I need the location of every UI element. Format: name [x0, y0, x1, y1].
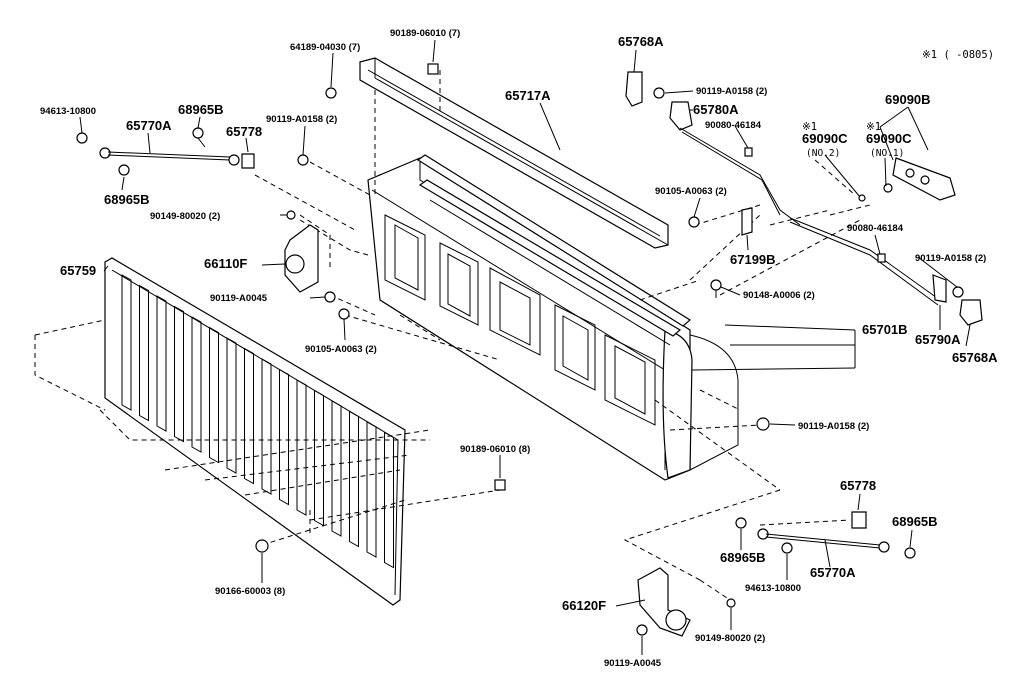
- assembly-leaders: [34, 70, 871, 601]
- label-90189-06010-7: 90189-06010 (7): [390, 28, 460, 39]
- label-65778-right: 65778: [840, 478, 876, 493]
- panel-slat: [174, 305, 184, 443]
- panel-slat: [156, 295, 167, 432]
- label-65770A-left: 65770A: [126, 118, 172, 133]
- panel-slat: [349, 410, 359, 548]
- label-67199B: 67199B: [730, 252, 776, 267]
- panel-slat: [331, 400, 342, 537]
- label-94613-10800-bot: 94613-10800: [745, 583, 801, 594]
- label-90166-60003-8: 90166-60003 (8): [215, 586, 285, 597]
- panel-slat: [279, 368, 289, 506]
- panel-slat: [209, 326, 219, 464]
- label-90105-A0063-bot: 90105-A0063 (2): [305, 344, 377, 355]
- panel-slat: [121, 274, 132, 411]
- label-90119-A0045-bot: 90119-A0045: [604, 658, 662, 669]
- label-68965B-left-top: 68965B: [178, 102, 224, 117]
- panel-slat: [226, 337, 237, 474]
- label-leaders: [79, 39, 971, 655]
- label-68965B-left-bot: 68965B: [104, 192, 150, 207]
- cutoff-note: ※1 ( -0805): [922, 49, 994, 61]
- label-66110F: 66110F: [204, 256, 247, 271]
- label-65790A: 65790A: [915, 332, 961, 347]
- label-65780A: 65780A: [693, 102, 739, 117]
- label-90119-A0158-low: 90119-A0158 (2): [798, 421, 869, 432]
- panel-slat: [261, 358, 272, 495]
- label-65778-left: 65778: [226, 124, 262, 139]
- label-65768A-top: 65768A: [618, 34, 664, 49]
- label-69090C-no1: 69090C: [866, 131, 912, 146]
- outer-panel-65759: [104, 257, 406, 606]
- panel-slat: [366, 421, 377, 558]
- label-65701B: 65701B: [862, 322, 908, 337]
- tailgate-panel-65701B: [367, 154, 739, 481]
- label-90119-A0158-right: 90119-A0158 (2): [915, 253, 986, 264]
- label-90105-A0063-top: 90105-A0063 (2): [655, 186, 727, 197]
- mark-1-a: ※1: [802, 121, 817, 133]
- panel-slat: [244, 347, 254, 485]
- label-68965B-bot: 68965B: [720, 550, 766, 565]
- label-64189-04030-7: 64189-04030 (7): [290, 42, 360, 53]
- label-66120F: 66120F: [562, 598, 606, 613]
- panel-slat: [296, 379, 307, 516]
- small-parts: [76, 63, 983, 637]
- panel-slat: [139, 284, 149, 422]
- label-94613-10800-left: 94613-10800: [40, 106, 96, 117]
- label-90119-A0158-mid: 90119-A0158 (2): [266, 114, 337, 125]
- label-90119-A0045-left: 90119-A0045: [210, 293, 268, 304]
- label-no2: (NO.2): [806, 148, 840, 159]
- label-68965B-right: 68965B: [892, 514, 938, 529]
- label-90149-80020-bot: 90149-80020 (2): [695, 633, 765, 644]
- label-no1: (NO.1): [870, 148, 904, 159]
- label-90189-06010-8: 90189-06010 (8): [460, 444, 530, 455]
- panel-slat: [191, 316, 202, 453]
- label-65770A-right: 65770A: [810, 565, 856, 580]
- label-90119-A0158-top: 90119-A0158 (2): [696, 86, 767, 97]
- label-90149-80020-left: 90149-80020 (2): [150, 211, 220, 222]
- mark-1-b: ※1: [866, 121, 881, 133]
- label-90080-46184-top: 90080-46184: [705, 120, 762, 131]
- label-65717A: 65717A: [505, 88, 551, 103]
- label-65759: 65759: [60, 263, 96, 278]
- top-rail-65717A: [359, 57, 669, 249]
- label-65768A-right: 65768A: [952, 350, 998, 365]
- label-90148-A0006: 90148-A0006 (2): [743, 290, 815, 301]
- label-90080-46184-right: 90080-46184: [847, 223, 904, 234]
- part-labels: ※1 ( -0805) 90189-06010 (7) 64189-04030 …: [40, 28, 998, 669]
- label-69090B: 69090B: [885, 92, 931, 107]
- label-69090C-no2: 69090C: [802, 131, 848, 146]
